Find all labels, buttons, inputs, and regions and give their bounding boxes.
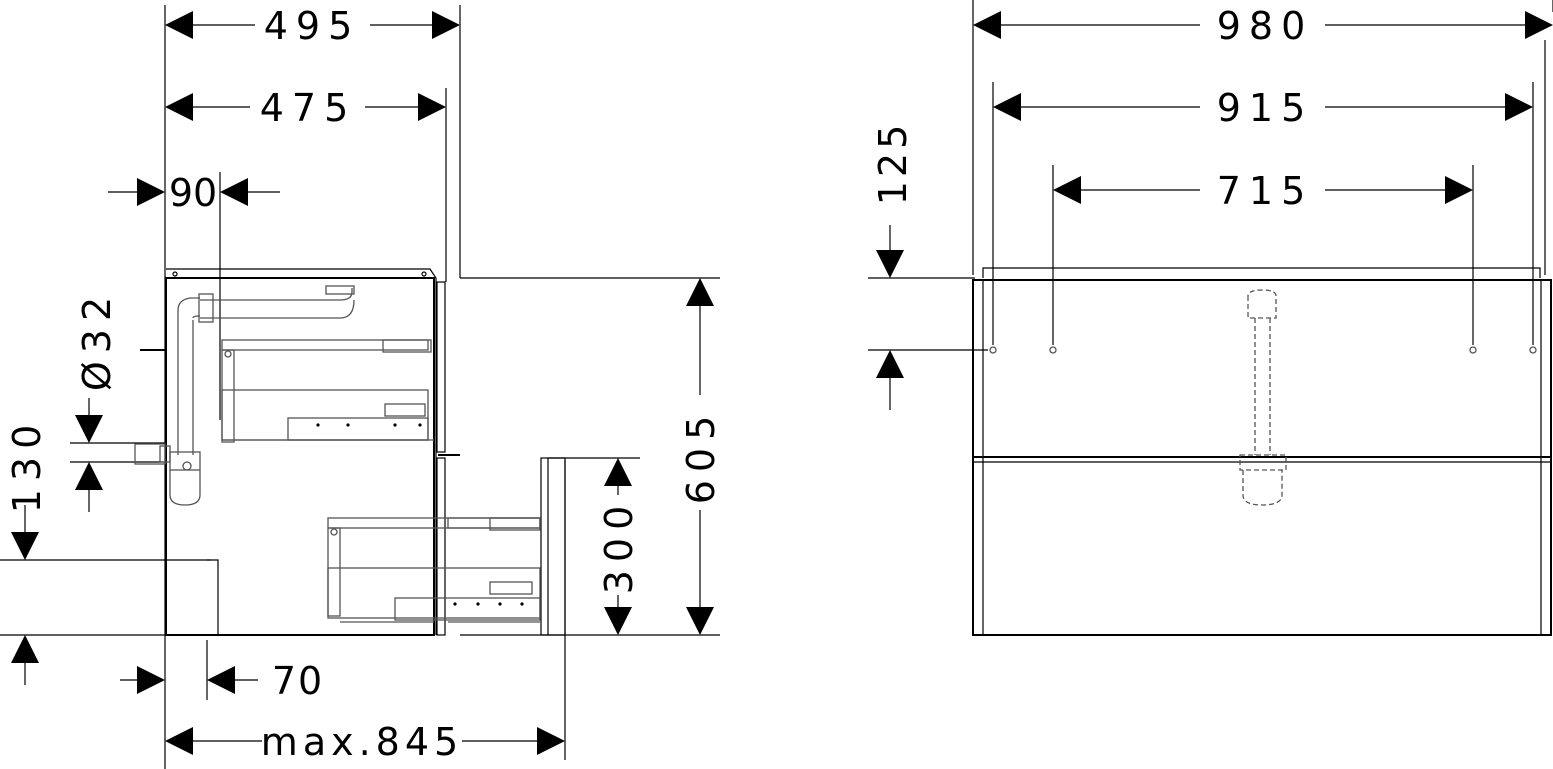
dim-130-label: 130 [5, 417, 49, 514]
dim-605-label: 605 [679, 408, 723, 505]
dimension-drawer-height-300: 300 [597, 458, 641, 635]
dimension-height-605: 605 [679, 278, 723, 635]
dimension-front-width-915: 915 [993, 86, 1533, 130]
dimension-waste-offset-90: 90 [108, 171, 280, 215]
dimension-front-width-980: 980 [973, 4, 1553, 48]
dimension-side-width-495: 495 [165, 4, 460, 48]
dim-980-label: 980 [1217, 4, 1314, 48]
dimension-pipe-height-130: 130 [5, 398, 103, 685]
dim-845-label: max.845 [261, 720, 463, 764]
dim-70-label: 70 [272, 659, 324, 703]
side-view: 495 475 90 Ø32 [0, 4, 723, 769]
front-view: 980 915 715 125 [868, 0, 1553, 636]
dimension-max-depth-845: max.845 [165, 720, 565, 764]
lower-drawer [327, 517, 541, 623]
dimension-mount-spacing-715: 715 [1053, 169, 1473, 213]
dim-915-label: 915 [1217, 86, 1314, 130]
dim-475-label: 475 [260, 86, 357, 130]
dimension-pipe-diameter: Ø32 [75, 289, 119, 391]
hidden-siphon [1239, 289, 1287, 506]
dimension-mount-height-125: 125 [871, 121, 915, 410]
dim-diameter-label: Ø32 [75, 289, 119, 391]
dim-90-label: 90 [169, 171, 217, 215]
dimension-side-width-475: 475 [165, 86, 446, 130]
siphon-pipe [134, 285, 355, 506]
upper-drawer [221, 339, 434, 443]
dim-495-label: 495 [264, 4, 361, 48]
dim-300-label: 300 [597, 498, 641, 595]
dimension-wall-offset-70: 70 [120, 659, 324, 703]
dim-715-label: 715 [1217, 169, 1314, 213]
dim-125-label: 125 [871, 121, 915, 206]
